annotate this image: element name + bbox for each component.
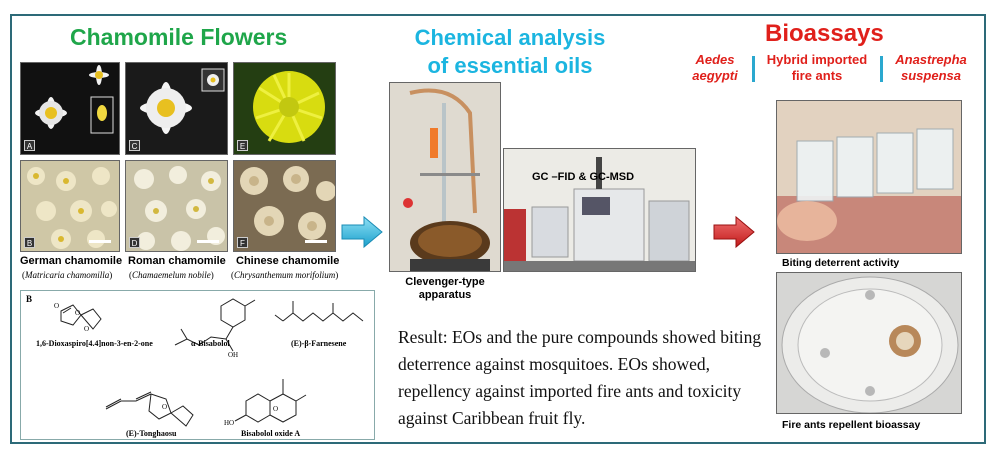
panel-tag-c: C	[129, 140, 140, 151]
panel-tag-a: A	[24, 140, 35, 151]
panel-tag-d: D	[129, 237, 140, 248]
heading-bioassays: Bioassays	[765, 20, 884, 47]
atom-label-2: O	[84, 325, 89, 333]
compound-label-bisabolol-oxide: Bisabolol oxide A	[241, 429, 301, 438]
compound-label-bisabolol: α-Bisabolol	[191, 339, 230, 348]
molecule-structures: O O O OH O O HO	[54, 298, 364, 427]
heading-chamomile-flowers: Chamomile Flowers	[70, 24, 288, 50]
target-aedes: Aedes aegypti	[680, 52, 750, 84]
caption-biting-deterrent: Biting deterrent activity	[782, 257, 900, 269]
target-fire-ants-line2: fire ants	[791, 68, 843, 83]
atom-label-ho: HO	[224, 419, 234, 427]
caption-chinese-common: Chinese chamomile	[236, 255, 340, 267]
atom-label-1: O	[54, 302, 59, 310]
sci-name-german: Matricaria chamomilla	[25, 270, 110, 280]
panel-tag-f: F	[237, 237, 248, 248]
panel-label-b: B	[26, 294, 33, 304]
heading-chemical-analysis: Chemical analysis of essential oils	[395, 24, 625, 80]
compound-label-farnesene: (E)-β-Farnesene	[291, 339, 347, 348]
target-fire-ants: Hybrid imported fire ants	[762, 52, 872, 84]
sci-name-chinese: Chrysanthemum morifolium	[234, 270, 336, 280]
photo-roman-dried: D	[125, 160, 228, 252]
chrysanthemum-image	[253, 71, 325, 143]
photo-roman-flower: C	[125, 62, 228, 155]
gc-instrument-image	[504, 149, 695, 271]
photo-german-flower: A	[20, 62, 120, 155]
result-text: Result: EOs and the pure compounds showe…	[398, 327, 762, 428]
separator-2	[880, 56, 883, 82]
atom-label-5: O	[273, 405, 278, 413]
photo-clevenger	[389, 82, 501, 272]
atom-label-oh: OH	[228, 351, 238, 359]
panel-tag-b: B	[24, 237, 35, 248]
target-anastrepha: Anastrepha suspensa	[890, 52, 972, 84]
dried-flowers-image-3	[240, 166, 335, 240]
caption-roman-common: Roman chamomile	[128, 255, 226, 267]
photo-chinese-flower: E	[233, 62, 336, 155]
photo-fire-ants	[776, 272, 962, 414]
chemical-structures-panel: B	[20, 290, 375, 440]
separator-1	[752, 56, 755, 82]
biting-module-image	[777, 101, 961, 253]
caption-chinese-sci: (Chrysanthemum morifolium)	[231, 270, 339, 280]
dried-flowers-image-2	[134, 166, 225, 251]
caption-roman-sci: (Chamaemelum nobile)	[129, 270, 214, 280]
photo-chinese-dried: F	[233, 160, 336, 252]
scale-bar	[89, 240, 111, 243]
target-anastrepha-line2: suspensa	[901, 68, 961, 83]
petri-dish-image	[777, 273, 961, 413]
arrow-right-icon	[341, 215, 383, 249]
photo-biting-deterrent	[776, 100, 962, 254]
daisy-flower-image	[35, 65, 114, 134]
gc-label: GC –FID & GC-MSD	[532, 171, 635, 183]
caption-clevenger: Clevenger-type apparatus	[389, 276, 501, 302]
compound-label-tonghaosu: (E)-Tonghaosu	[126, 429, 177, 438]
caption-clevenger-line2: apparatus	[418, 289, 472, 301]
arrow-right-red-icon	[713, 215, 755, 249]
caption-fire-ants: Fire ants repellent bioassay	[782, 419, 921, 431]
target-fire-ants-line1: Hybrid imported	[766, 52, 868, 67]
caption-german-sci: (Matricaria chamomilla)	[22, 270, 113, 280]
target-aedes-line1: Aedes	[695, 52, 735, 67]
scale-bar-3	[305, 240, 327, 243]
outer-frame	[10, 14, 986, 444]
atom-label-3: O	[75, 309, 80, 317]
target-anastrepha-line1: Anastrepha	[895, 52, 967, 67]
heading-chem-line2: of essential oils	[427, 53, 593, 78]
atom-label-4: O	[162, 403, 167, 411]
clevenger-image	[390, 83, 500, 271]
compound-label-dioxaspiro: 1,6-Dioxaspiro[4.4]non-3-en-2-one	[36, 339, 153, 348]
target-aedes-line2: aegypti	[692, 68, 738, 83]
dried-flowers-image	[27, 167, 117, 249]
panel-tag-e: E	[237, 140, 248, 151]
heading-chem-line1: Chemical analysis	[414, 25, 606, 50]
caption-clevenger-line1: Clevenger-type	[405, 276, 485, 288]
roman-flower-image	[140, 68, 225, 134]
sci-name-roman: Chamaemelum nobile	[132, 270, 211, 280]
scale-bar-2	[197, 240, 219, 243]
caption-german-common: German chamomile	[20, 255, 123, 267]
photo-german-dried: B	[20, 160, 120, 252]
photo-gc: GC –FID & GC-MSD	[503, 148, 696, 272]
